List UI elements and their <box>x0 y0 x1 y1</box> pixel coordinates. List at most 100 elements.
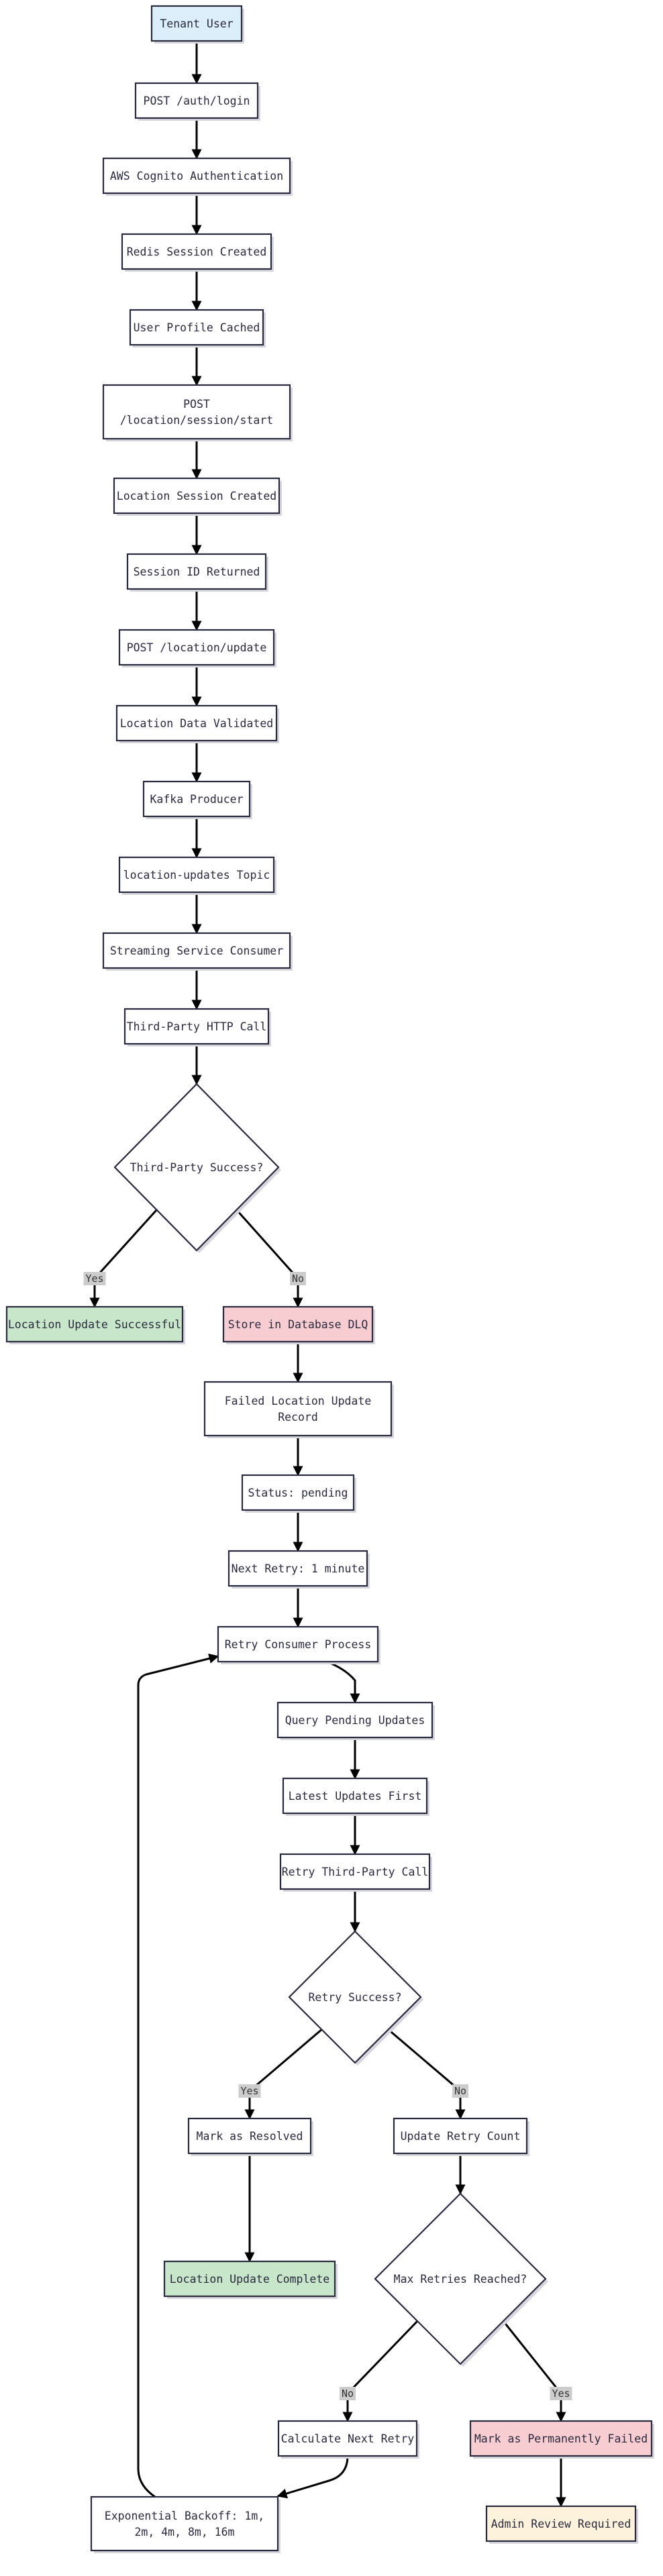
node-box <box>279 1853 431 1890</box>
node-status-pending: Status: pending <box>241 1474 356 1513</box>
node-label-line: /location/session/start <box>120 414 273 427</box>
node-label-line: Max Retries Reached? <box>394 2273 527 2286</box>
node-box <box>134 82 259 119</box>
node-admin-review-required: Admin Review Required <box>485 2505 638 2544</box>
node-retry-success: Retry Success? <box>288 1930 423 2065</box>
node-box <box>282 1777 428 1815</box>
edge-label-text: No <box>292 1273 304 1285</box>
node-label-line: Streaming Service Consumer <box>110 945 283 957</box>
edge-label-no: No <box>340 2387 356 2400</box>
edge-third-party-success-to-location-update-successful <box>89 1209 158 1308</box>
edge-label-yes: Yes <box>83 1272 106 1285</box>
node-label-line: Retry Third-Party Call <box>282 1866 429 1878</box>
edge-retry-success-to-update-retry-count <box>387 2027 466 2120</box>
edge-exponential-backoff-to-retry-consumer-process <box>137 1654 219 2498</box>
edge-max-retries-reached-to-calculate-next-retry <box>342 2320 419 2422</box>
node-box <box>150 5 243 42</box>
node-box <box>102 384 291 440</box>
node-label-line: Location Data Validated <box>120 717 273 730</box>
node-label-line: Location Session Created <box>117 490 276 502</box>
node-label-line: Update Retry Count <box>401 2130 521 2143</box>
edge-label-no: No <box>452 2084 468 2098</box>
node-kafka-producer: Kafka Producer <box>142 780 252 819</box>
node-label-line: Next Retry: 1 minute <box>232 1562 365 1575</box>
node-box <box>115 704 278 742</box>
edge-label-background <box>290 1272 306 1285</box>
node-label-line: 2m, 4m, 8m, 16m <box>134 2526 234 2538</box>
node-exponential-backoff: Exponential Backoff: 1m,2m, 4m, 8m, 16m <box>90 2496 280 2553</box>
node-retry-consumer-process: Retry Consumer Process <box>217 1625 380 1664</box>
node-box <box>129 309 264 346</box>
node-query-pending-updates: Query Pending Updates <box>276 1701 435 1740</box>
node-label-line: Retry Consumer Process <box>225 1638 372 1651</box>
node-third-party-http-call: Third-Party HTTP Call <box>123 1008 271 1046</box>
node-box <box>102 157 291 195</box>
node-location-updates-topic: location-updates Topic <box>118 856 276 895</box>
node-third-party-success: Third-Party Success? <box>113 1083 281 1253</box>
node-update-retry-count: Update Retry Count <box>393 2117 529 2156</box>
node-box <box>277 2420 418 2457</box>
node-retry-third-party-call: Retry Third-Party Call <box>279 1853 432 1892</box>
node-post-location-update: POST /location/update <box>118 629 276 667</box>
node-label-line: Latest Updates First <box>289 1790 422 1803</box>
node-mark-as-resolved: Mark as Resolved <box>187 2117 313 2156</box>
node-label-line: location-updates Topic <box>123 869 270 881</box>
node-label-line: AWS Cognito Authentication <box>110 170 283 182</box>
decision-diamond <box>374 2192 547 2365</box>
edge-max-retries-reached-to-mark-as-permanently-failed <box>502 2320 566 2422</box>
node-redis-session-created: Redis Session Created <box>121 233 274 272</box>
node-label-line: POST /auth/login <box>144 95 250 107</box>
node-label-line: Failed Location Update <box>225 1395 372 1407</box>
node-mark-as-permanently-failed: Mark as Permanently Failed <box>469 2420 654 2459</box>
node-label-line: Store in Database DLQ <box>228 1318 368 1331</box>
node-box <box>222 1305 374 1343</box>
node-label-line: Redis Session Created <box>127 246 267 258</box>
node-post-location-session-start: POST/location/session/start <box>102 384 293 441</box>
node-latest-updates-first: Latest Updates First <box>282 1777 429 1816</box>
edge-label-background <box>238 2084 261 2098</box>
node-label-line: User Profile Cached <box>134 321 260 334</box>
edge-label-background <box>83 1272 106 1285</box>
node-box <box>217 1625 379 1663</box>
node-box <box>163 2260 336 2298</box>
node-store-in-database-dlq: Store in Database DLQ <box>222 1305 375 1344</box>
node-label-line: POST /location/update <box>127 641 267 654</box>
node-label-line: POST <box>183 398 210 411</box>
node-box <box>126 553 267 590</box>
node-box <box>142 780 251 818</box>
node-box <box>276 1701 434 1739</box>
edge-retry-consumer-process-to-query-pending-updates <box>326 1660 360 1704</box>
node-label-line: Record <box>278 1411 318 1424</box>
node-label-line: Status: pending <box>248 1487 348 1499</box>
node-box <box>469 2420 653 2457</box>
edge-label-yes: Yes <box>550 2387 572 2400</box>
node-calculate-next-retry: Calculate Next Retry <box>277 2420 419 2459</box>
node-aws-cognito-auth: AWS Cognito Authentication <box>102 157 293 196</box>
node-label-line: Location Update Successful <box>8 1318 181 1331</box>
node-label-line: Location Update Complete <box>170 2273 329 2286</box>
edge-label-text: No <box>342 2387 354 2400</box>
edge-label-text: No <box>454 2085 466 2097</box>
node-label-line: Third-Party Success? <box>130 1161 264 1174</box>
node-box <box>90 2496 279 2552</box>
node-box <box>118 856 275 894</box>
edge-calculate-next-retry-to-exponential-backoff <box>276 2455 349 2499</box>
edge-label-text: Yes <box>552 2387 570 2400</box>
node-location-session-created: Location Session Created <box>113 477 282 516</box>
node-location-data-validated: Location Data Validated <box>115 704 279 743</box>
node-label-line: Admin Review Required <box>491 2518 631 2530</box>
edge-label-background <box>340 2387 356 2400</box>
node-location-update-successful: Location Update Successful <box>5 1305 185 1344</box>
node-box <box>102 932 291 969</box>
node-session-id-returned: Session ID Returned <box>126 553 268 592</box>
edge-label-no: No <box>290 1272 306 1285</box>
node-box <box>187 2117 312 2155</box>
node-box <box>485 2505 637 2542</box>
node-label-line: Calculate Next Retry <box>281 2432 415 2445</box>
node-post-auth-login: POST /auth/login <box>134 82 260 121</box>
edge-retry-success-to-mark-as-resolved <box>244 2027 323 2120</box>
node-box <box>118 629 275 666</box>
